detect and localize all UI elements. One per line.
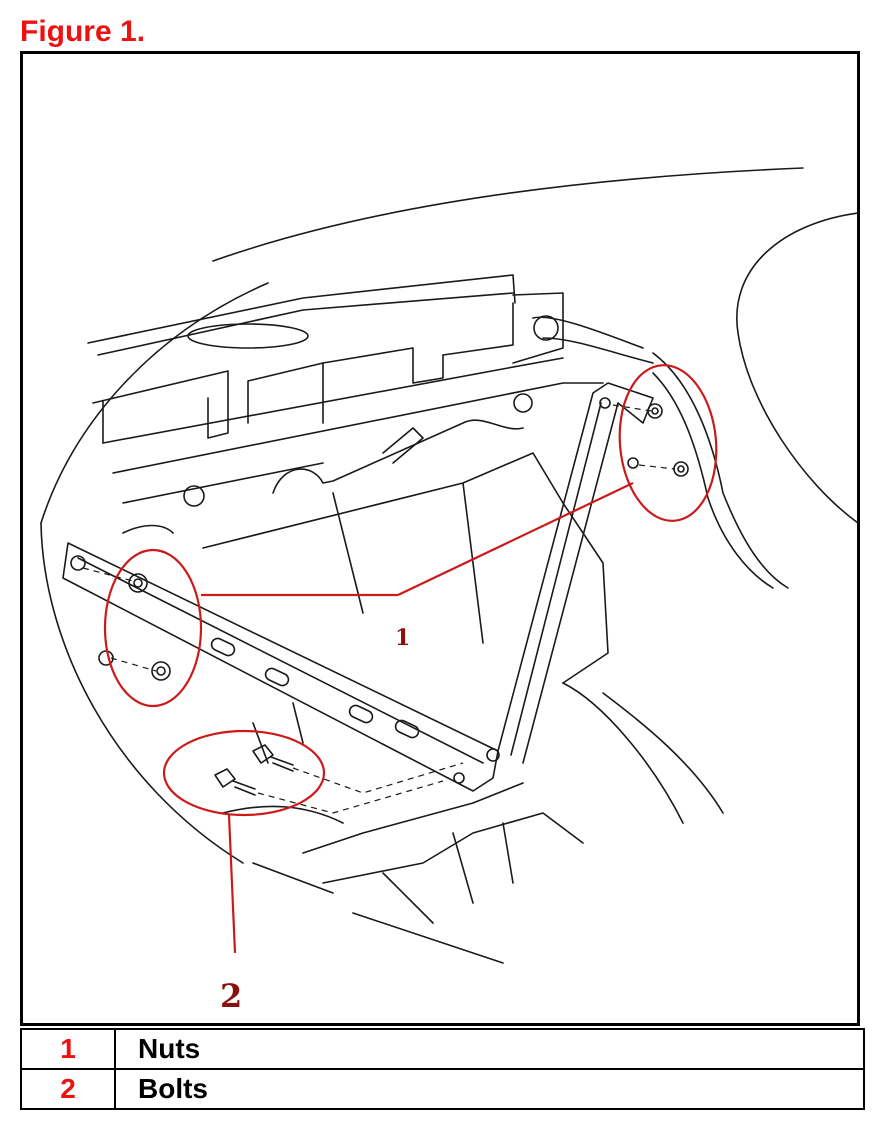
legend-table: 1 Nuts 2 Bolts [20,1028,865,1110]
callout-circle-nuts-right [618,364,718,522]
legend-number: 1 [20,1028,116,1070]
callout-circle-bolts [162,729,326,817]
legend-number: 2 [20,1068,116,1110]
leader-line-bolts [227,814,237,954]
line-art [40,167,857,964]
legend-label: Nuts [114,1028,865,1070]
callout-number-2: 2 [220,977,242,1015]
leader-line-nuts-right [397,482,634,596]
diagram-frame: 1 2 [20,51,860,1026]
callout-number-1: 1 [395,625,410,651]
legend-row: 1 Nuts [20,1028,865,1070]
legend-label: Bolts [114,1068,865,1110]
callout-circle-nuts-left [103,548,203,708]
callout-marks [103,364,718,954]
figure-title: Figure 1. [20,15,146,48]
legend-row: 2 Bolts [20,1068,865,1110]
alignment-lines [82,404,676,814]
engine-diagram: 1 2 [40,167,857,1015]
